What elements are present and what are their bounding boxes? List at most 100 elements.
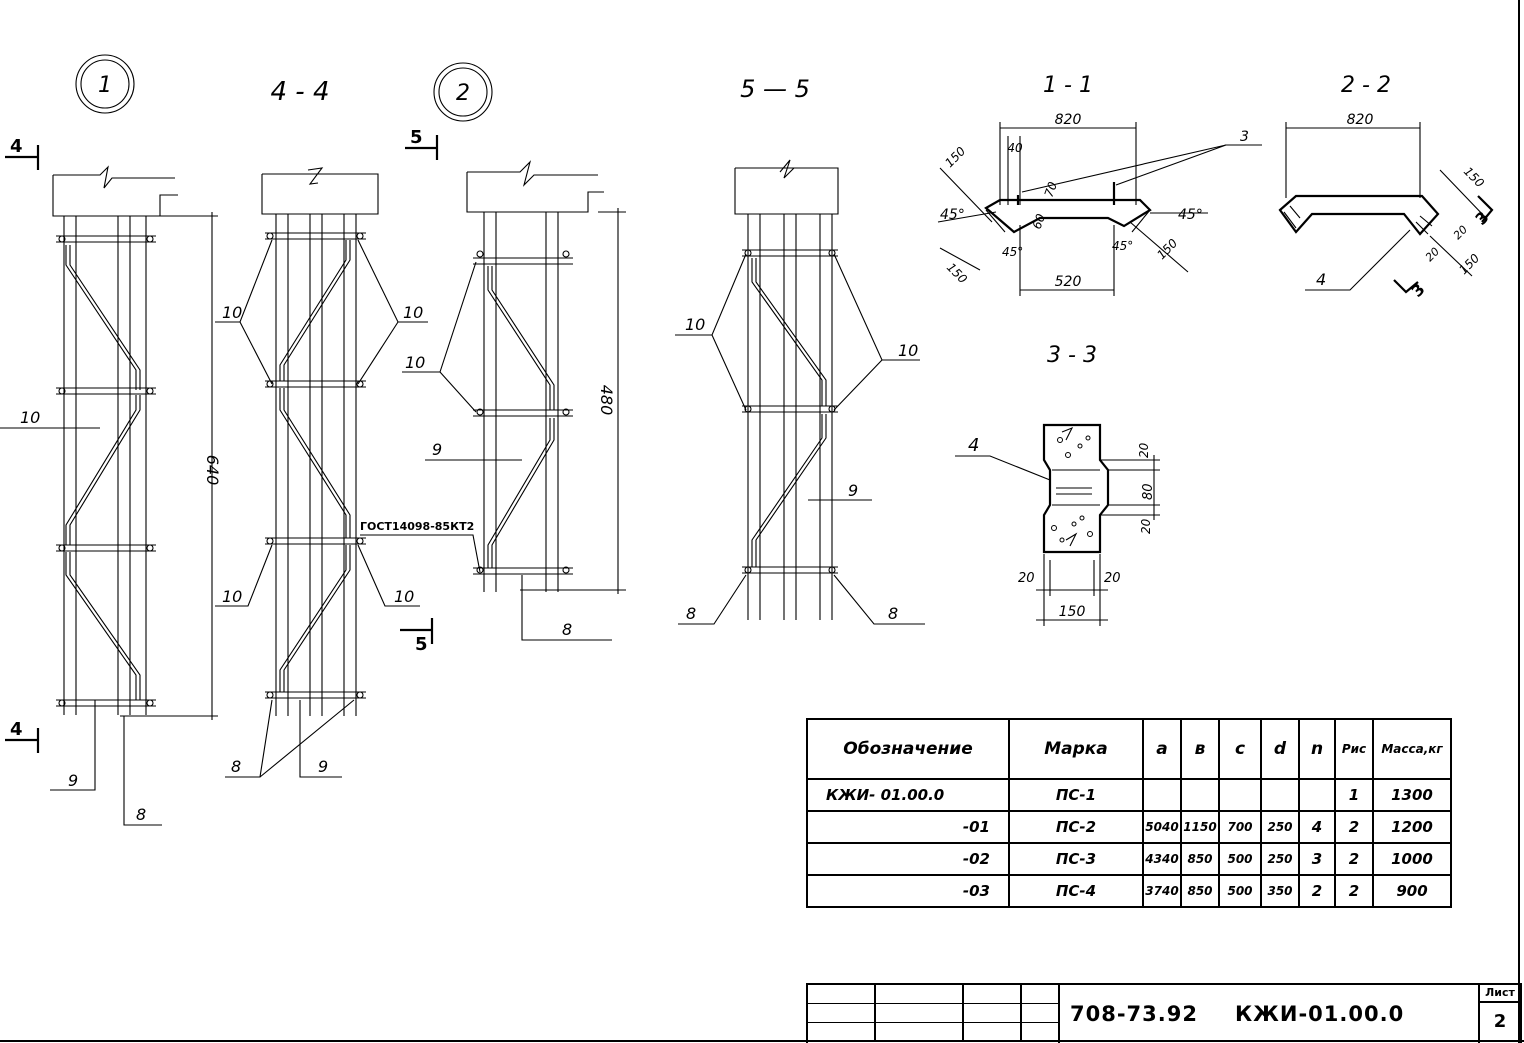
- dim-60: 60: [1030, 212, 1049, 231]
- dim-150-b: 150: [944, 260, 970, 286]
- title-block: 708-73.92 КЖИ-01.00.0 Лист 2: [806, 983, 1522, 1043]
- dim-20-b: 20: [1423, 245, 1442, 264]
- cell-a: 3740: [1142, 874, 1182, 908]
- cell-c: 700: [1218, 810, 1262, 844]
- dim-20-a: 20: [1451, 223, 1470, 242]
- dim-20-d: 20: [1139, 518, 1153, 534]
- cell-n: [1298, 778, 1336, 812]
- callout-8-v2: 8: [562, 620, 572, 639]
- cut-4-top: 4: [10, 136, 23, 157]
- cell-designation: -01: [806, 810, 1010, 844]
- cell-n: 3: [1298, 842, 1336, 876]
- callout-8-55b: 8: [888, 604, 898, 623]
- table-row: -03 ПС-4 3740 850 500 350 2 2 900: [806, 874, 1452, 908]
- circle-2-label: 2: [456, 81, 470, 106]
- callout-8-55a: 8: [686, 604, 696, 623]
- cell-a: 5040: [1142, 810, 1182, 844]
- callout-10-55a: 10: [685, 315, 705, 334]
- cell-designation: -02: [806, 842, 1010, 876]
- concrete-hatch: [1051, 435, 1093, 543]
- dim-150-a: 150: [942, 144, 968, 170]
- section-4-4-title: 4 - 4: [271, 77, 330, 107]
- sheet-label: Лист: [1480, 985, 1520, 1003]
- cell-fig: 2: [1334, 810, 1374, 844]
- dim-820-a: 820: [1055, 112, 1082, 128]
- dim-820-b: 820: [1347, 112, 1374, 128]
- section-1-1: 1 - 1 820 40 70 60 45° 45° 45° 45° 150 1…: [937, 73, 1262, 296]
- project-number: 708-73.92: [1070, 1002, 1198, 1026]
- callout-9-44: 9: [318, 757, 328, 776]
- callout-10-44c: 10: [222, 587, 242, 606]
- cell-d: 250: [1260, 810, 1300, 844]
- section-1-1-title: 1 - 1: [1043, 73, 1093, 98]
- cell-mark: ПС-1: [1008, 778, 1144, 812]
- dim-80: 80: [1141, 483, 1156, 500]
- dim-40: 40: [1007, 141, 1023, 155]
- section-2-2-title: 2 - 2: [1341, 73, 1391, 98]
- cell-mark: ПС-2: [1008, 810, 1144, 844]
- sheet-number: 2: [1493, 1011, 1507, 1032]
- callout-4-22: 4: [1316, 270, 1326, 289]
- drawing-code: 708-73.92 КЖИ-01.00.0: [1058, 983, 1480, 1043]
- circle-1-label: 1: [98, 73, 112, 98]
- cell-b: 1150: [1180, 810, 1220, 844]
- dim-480: 480: [597, 385, 616, 416]
- cell-fig: 1: [1334, 778, 1374, 812]
- section-3-3: 3 - 3 4 20 80 20 20 20 150: [955, 343, 1160, 626]
- col-n: n: [1298, 718, 1336, 780]
- callout-10-v2: 10: [405, 353, 425, 372]
- callout-10-44a: 10: [222, 303, 242, 322]
- cell-d: 350: [1260, 874, 1300, 908]
- dim-70: 70: [1042, 180, 1061, 199]
- col-mark: Марка: [1008, 718, 1144, 780]
- table-row: -01 ПС-2 5040 1150 700 250 4 2 1200: [806, 810, 1452, 844]
- col-designation: Обозначение: [806, 718, 1010, 780]
- cell-b: 850: [1180, 874, 1220, 908]
- tb-cell: [876, 1004, 964, 1023]
- cut-5-bottom: 5: [415, 634, 428, 655]
- col-d: d: [1260, 718, 1300, 780]
- cell-fig: 2: [1334, 874, 1374, 908]
- col-a: a: [1142, 718, 1182, 780]
- cell-b: 850: [1180, 842, 1220, 876]
- sheet-box: Лист 2: [1478, 983, 1522, 1043]
- cell-n: 4: [1298, 810, 1336, 844]
- cell-mass: 1000: [1372, 842, 1452, 876]
- col-c: c: [1218, 718, 1262, 780]
- table-row: -02 ПС-3 4340 850 500 250 3 2 1000: [806, 842, 1452, 876]
- section-3-3-title: 3 - 3: [1047, 343, 1097, 368]
- table-header-row: Обозначение Марка a в c d n Рис Масса,кг: [806, 718, 1452, 780]
- cell-d: [1260, 778, 1300, 812]
- callout-9-55: 9: [848, 481, 858, 500]
- col-mass: Масса,кг: [1372, 718, 1452, 780]
- section-5-5: 5 — 5 10 10 9 8 8: [675, 75, 925, 625]
- cell-mark: ПС-4: [1008, 874, 1144, 908]
- dim-20-c: 20: [1137, 442, 1151, 458]
- callout-8-44: 8: [231, 757, 241, 776]
- cell-c: [1218, 778, 1262, 812]
- tb-cell: [808, 1004, 876, 1023]
- cell-mass: 1300: [1372, 778, 1452, 812]
- dim-150-d: 150: [1461, 164, 1487, 190]
- cell-c: 500: [1218, 874, 1262, 908]
- dim-150-f: 150: [1059, 604, 1086, 620]
- cell-designation: КЖИ- 01.00.0: [806, 778, 1010, 812]
- cell-mass: 900: [1372, 874, 1452, 908]
- document-code: КЖИ-01.00.0: [1235, 1002, 1405, 1026]
- cut-3-a: 3: [1471, 208, 1492, 229]
- gost-note: ГОСТ14098-85КТ2: [360, 520, 474, 533]
- tb-cell: [1022, 985, 1060, 1004]
- callout-4-33: 4: [968, 435, 979, 456]
- tb-cell: [964, 985, 1022, 1004]
- col-fig: Рис: [1334, 718, 1374, 780]
- callout-10-44b: 10: [403, 303, 423, 322]
- dim-45-inner-r: 45°: [1112, 239, 1133, 253]
- view-1-frame: 1 4 4 640 10 9 8: [0, 54, 222, 826]
- dim-45-right: 45°: [1178, 207, 1203, 223]
- frame-border-right: [1518, 0, 1520, 1043]
- cell-b: [1180, 778, 1220, 812]
- table-row: КЖИ- 01.00.0 ПС-1 1 1300: [806, 778, 1452, 812]
- dim-640: 640: [203, 455, 222, 486]
- dim-45-left: 45°: [940, 207, 965, 223]
